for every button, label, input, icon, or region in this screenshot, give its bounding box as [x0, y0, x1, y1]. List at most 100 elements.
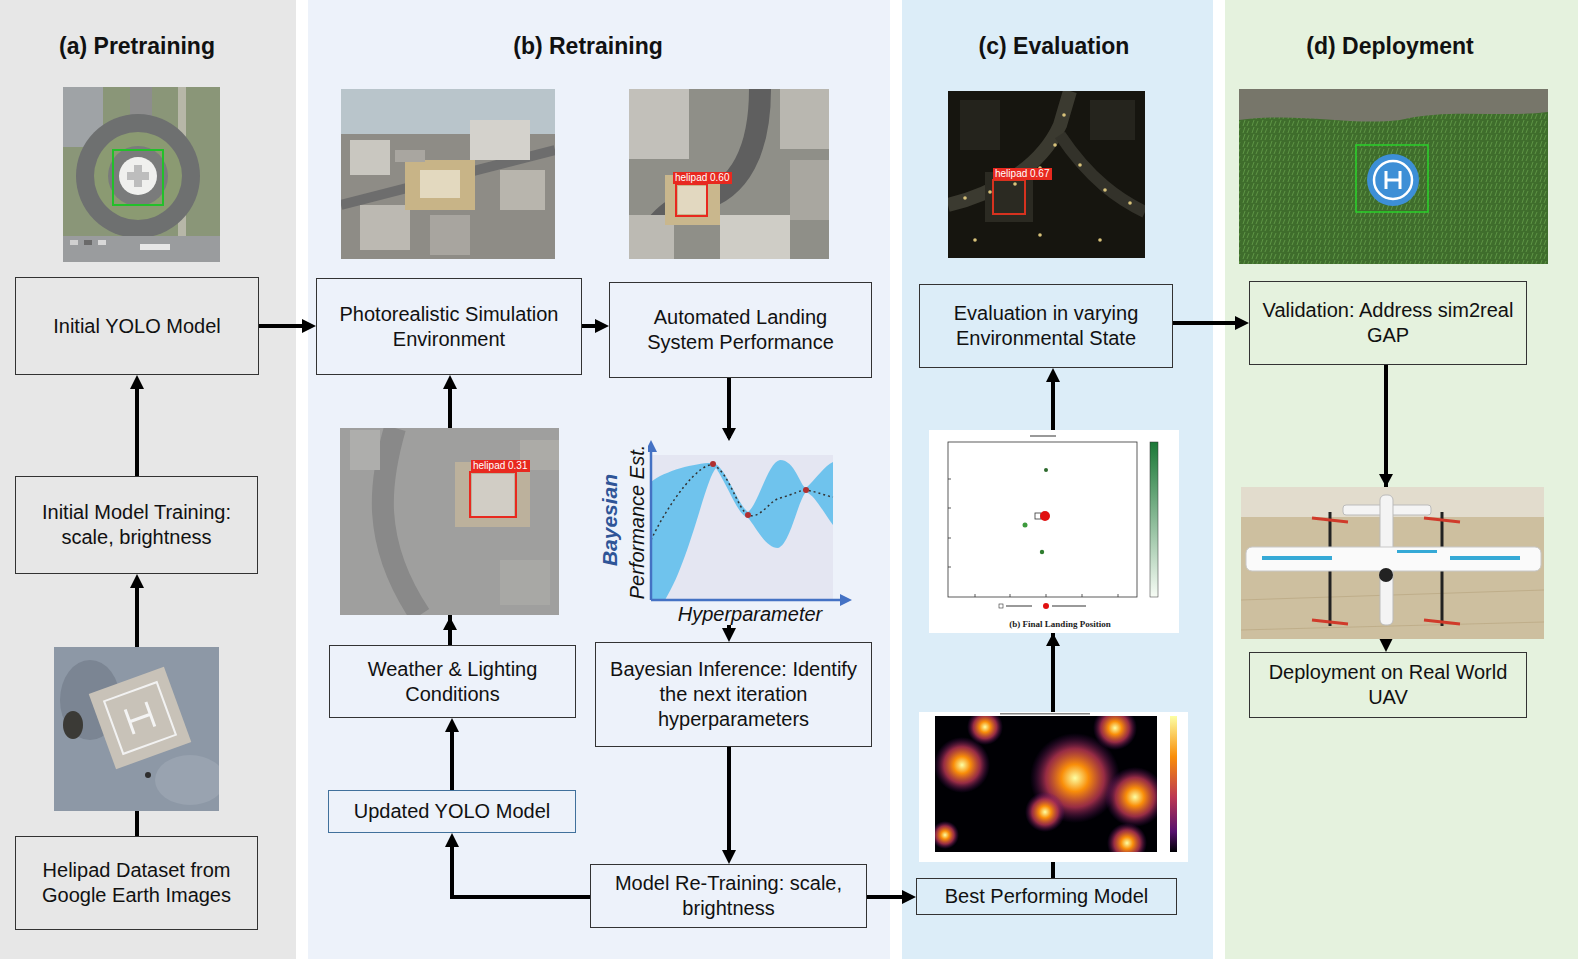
real-helipad-photo: [1386, 171, 1400, 189]
band-ground: [0, 0, 296, 959]
simulated-city-photo: [678, 186, 706, 214]
satellite-helipad-photo: [89, 667, 192, 770]
arrow-head: [443, 617, 457, 630]
simulated-city-photo: [341, 89, 555, 259]
landing-scatter-plot: [1006, 605, 1032, 607]
real-helipad-photo: [1356, 145, 1428, 212]
flow-arrow: [1173, 321, 1235, 325]
night-city-photo: [960, 100, 1000, 150]
foggy-city-photo: [340, 428, 559, 615]
satellite-helipad-photo: [89, 667, 192, 770]
process-box: Automated Landing System Performance: [609, 282, 872, 378]
aerial-helipad-photo: [127, 172, 149, 180]
process-box: Helipad Dataset from Google Earth Images: [15, 836, 258, 930]
uav-photo: [1241, 487, 1544, 639]
axis-label: Hyperparameter: [678, 603, 823, 625]
landing-scatter-plot: [948, 442, 1137, 597]
process-box: Initial YOLO Model: [15, 277, 259, 375]
aerial-helipad-photo: [140, 244, 170, 250]
performance-heatmap: [935, 716, 1157, 852]
landing-scatter-plot: [1150, 442, 1158, 597]
box-text: Helipad Dataset from Google Earth Images: [24, 858, 249, 908]
detection-label: helipad 0.31: [471, 460, 530, 472]
simulated-city-photo: [500, 170, 545, 210]
box-text: Initial Model Training: scale, brightnes…: [24, 500, 249, 550]
stage-band: (a) PretrainingInitial YOLO ModelInitial…: [0, 0, 296, 959]
real-helipad-photo: [1239, 89, 1548, 264]
landing-scatter-plot: [1052, 605, 1086, 607]
night-city-photo: [1062, 113, 1066, 117]
simulated-city-photo: [405, 160, 475, 210]
stage-heading: (d) Deployment: [1306, 32, 1473, 60]
bayesian-chart: [710, 461, 716, 467]
performance-heatmap: [1170, 716, 1177, 852]
uav-photo: [1262, 556, 1332, 560]
box-text: Best Performing Model: [945, 884, 1148, 909]
box-text: Evaluation in varying Environmental Stat…: [928, 301, 1164, 351]
process-box: Updated YOLO Model: [328, 790, 576, 833]
stage-band: (d) DeploymentValidation: Address sim2re…: [1225, 0, 1578, 959]
box-text: Validation: Address sim2real GAP: [1258, 298, 1518, 348]
band-ground: [902, 0, 1213, 959]
flow-arrow: [259, 324, 302, 328]
landing-scatter-plot: [929, 430, 1179, 633]
night-city-photo: [1078, 163, 1082, 167]
flow-arrow: [135, 389, 139, 476]
satellite-helipad-photo: [54, 647, 219, 811]
uav-photo: [1246, 547, 1541, 571]
simulated-city-photo: [341, 89, 555, 259]
night-city-photo: [993, 180, 1025, 214]
night-city-photo: [948, 91, 1145, 258]
performance-heatmap: [1093, 716, 1137, 750]
aerial-helipad-photo: [63, 87, 220, 262]
real-helipad-photo: [1239, 89, 1548, 264]
night-city-photo: [973, 238, 977, 242]
process-box: Photorealistic Simulation Environment: [316, 278, 582, 375]
night-city-photo: [1103, 188, 1107, 192]
satellite-helipad-photo: [125, 702, 155, 734]
aerial-helipad-photo: [113, 150, 163, 205]
aerial-helipad-photo: [63, 87, 220, 262]
process-box: Weather & Lighting Conditions: [329, 645, 576, 718]
real-helipad-photo: [1239, 89, 1548, 122]
box-text: Model Re-Training: scale, brightness: [599, 871, 858, 921]
uav-photo: [1312, 518, 1460, 624]
flow-arrow: [450, 732, 454, 790]
process-box: Initial Model Training: scale, brightnes…: [15, 476, 258, 574]
bayesian-chart: [651, 455, 833, 600]
flow-arrow: [727, 747, 731, 850]
landing-scatter-plot: [1040, 511, 1050, 521]
simulated-city-photo: [629, 89, 689, 159]
landing-scatter-plot: [1023, 523, 1028, 528]
foggy-city-photo: [340, 428, 559, 615]
uav-photo: [1450, 556, 1520, 560]
real-helipad-photo: [1374, 161, 1412, 199]
arrow-head: [1379, 474, 1393, 487]
aerial-helipad-photo: [108, 146, 168, 206]
night-city-photo: [1013, 182, 1017, 186]
box-text: Deployment on Real World UAV: [1258, 660, 1518, 710]
landing-scatter-plot: [1040, 550, 1044, 554]
performance-heatmap: [935, 737, 990, 793]
landing-scatter-plot: [929, 430, 1179, 633]
process-box: Evaluation in varying Environmental Stat…: [919, 284, 1173, 368]
night-city-photo: [963, 196, 967, 200]
box-text: Automated Landing System Performance: [618, 305, 863, 355]
aerial-helipad-photo: [70, 240, 78, 245]
landing-scatter-plot: [1030, 435, 1056, 437]
axis-label: Performance Est.: [626, 445, 648, 600]
simulated-city-photo: [790, 160, 829, 220]
foggy-city-photo: [470, 472, 516, 517]
bayesian-chart: [803, 487, 809, 493]
simulated-city-photo: [395, 150, 425, 162]
real-helipad-photo: [1367, 154, 1419, 206]
stage-band: (c) EvaluationEvaluation in varying Envi…: [902, 0, 1213, 959]
chart-caption: (b) Final Landing Position: [1009, 619, 1110, 630]
aerial-helipad-photo: [84, 240, 92, 245]
arrow-head: [1046, 633, 1060, 646]
simulated-city-photo: [350, 140, 390, 175]
process-box: Validation: Address sim2real GAP: [1249, 281, 1527, 365]
night-city-photo: [1128, 201, 1132, 205]
aerial-helipad-photo: [98, 240, 106, 245]
bayesian-chart: [645, 438, 855, 625]
